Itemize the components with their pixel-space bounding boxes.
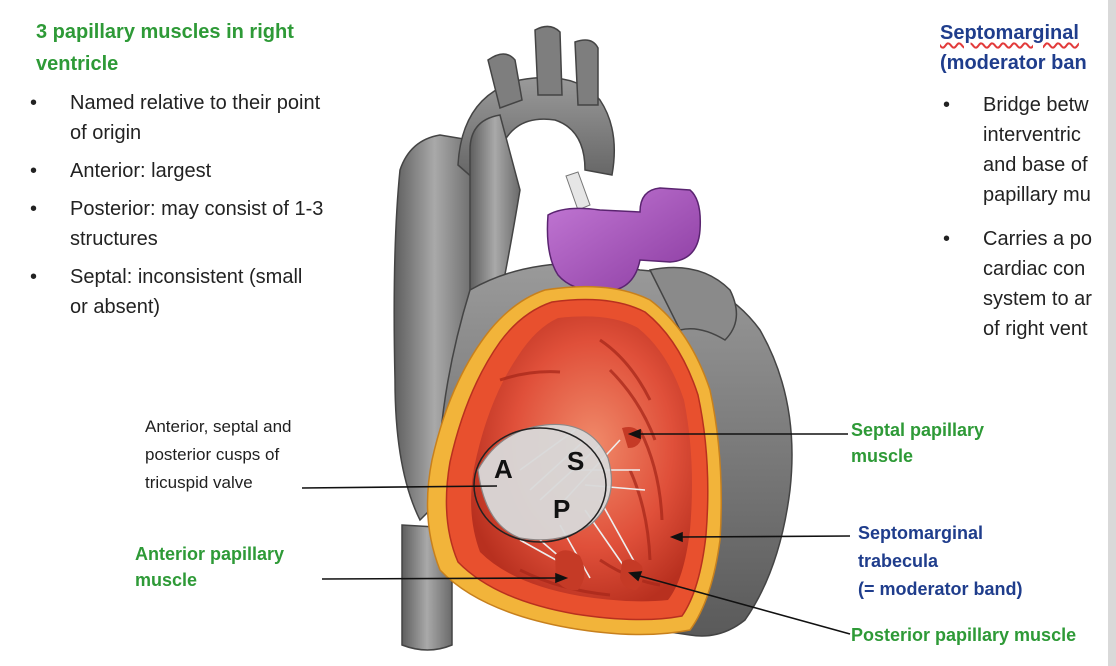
cusp-label-posterior: P	[553, 494, 570, 524]
left-subclavian	[575, 40, 598, 105]
left-common-carotid	[535, 26, 562, 95]
label-septomarginal-trabecula: Septomarginal trabecula (= moderator ban…	[858, 519, 1078, 603]
cusp-label-anterior: A	[494, 454, 513, 484]
label-anterior-papillary: Anterior papillary muscle	[135, 541, 325, 593]
leader-line-anterior-papillary	[322, 578, 558, 579]
label-tricuspid-cusps: Anterior, septal and posterior cusps of …	[145, 413, 345, 497]
label-septomarginal-line3: (= moderator band)	[858, 579, 1023, 599]
leader-line-septomarginal	[682, 536, 850, 537]
label-septal-papillary: Septal papillary muscle	[851, 417, 1021, 469]
cusp-label-septal: S	[567, 446, 584, 476]
ligamentum-arteriosum	[566, 172, 590, 210]
label-septomarginal-line2: trabecula	[858, 551, 938, 571]
label-posterior-papillary: Posterior papillary muscle	[851, 622, 1109, 648]
label-septomarginal-line1: Septomarginal	[858, 523, 983, 543]
